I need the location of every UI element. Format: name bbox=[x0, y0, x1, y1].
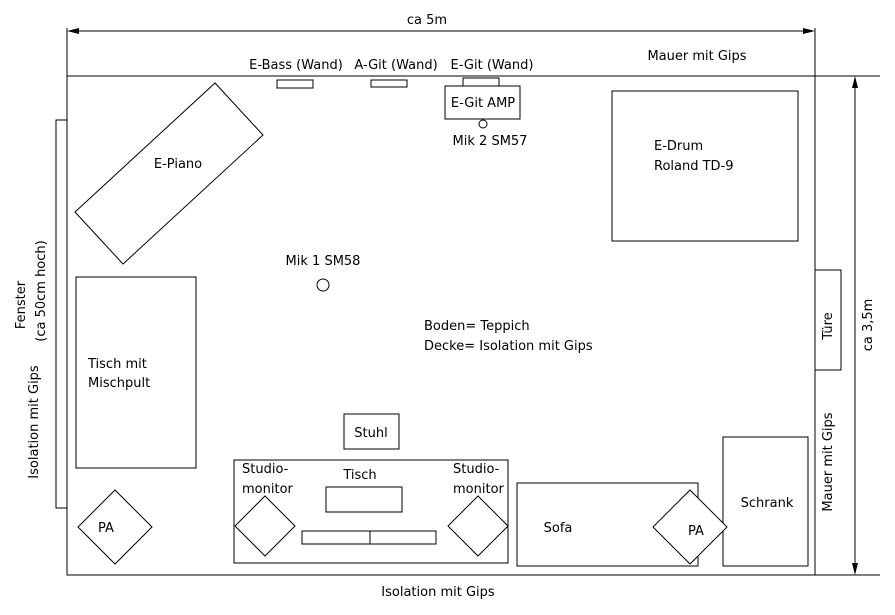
width-dimension: ca 5m bbox=[67, 13, 815, 34]
ebass-mount bbox=[276, 79, 314, 89]
egit-label: E-Git (Wand) bbox=[451, 58, 534, 73]
ebass-label: E-Bass (Wand) bbox=[249, 58, 343, 73]
studio-monitor-right bbox=[447, 495, 509, 557]
arrow-right-icon bbox=[803, 28, 815, 34]
microphone-1-label: Mik 1 SM58 bbox=[286, 254, 361, 269]
studio-monitor-left bbox=[234, 495, 296, 557]
pa-speaker-left bbox=[77, 489, 153, 565]
chair bbox=[343, 413, 400, 450]
agit-mount bbox=[370, 79, 408, 88]
table-label: Tisch bbox=[342, 468, 376, 483]
epiano-label: E-Piano bbox=[154, 157, 202, 172]
egit-mount bbox=[462, 77, 500, 87]
window-height-label: (ca 50cm hoch) bbox=[34, 240, 49, 341]
sofa-label: Sofa bbox=[544, 521, 573, 536]
pa-speaker-left-label: PA bbox=[98, 521, 114, 536]
studio-monitor-left-label: Studio- bbox=[242, 462, 289, 477]
studio-monitor-left-label-2: monitor bbox=[242, 482, 294, 497]
window-label: Fenster bbox=[14, 280, 29, 329]
door bbox=[814, 269, 842, 371]
microphone-2-label: Mik 2 SM57 bbox=[453, 134, 528, 149]
guitar-amp-label: E-Git AMP bbox=[451, 96, 515, 111]
guitar-amp bbox=[444, 85, 521, 120]
arrow-down-icon bbox=[852, 563, 858, 575]
mixing-desk-label: Tisch mit bbox=[87, 357, 147, 372]
keyboard-left bbox=[301, 530, 371, 545]
height-dimension: ca 3,5m bbox=[852, 76, 876, 575]
studio-monitor-right-label-2: monitor bbox=[453, 482, 505, 497]
arrow-left-icon bbox=[67, 28, 79, 34]
wall-top-label: Mauer mit Gips bbox=[647, 49, 746, 64]
chair-label: Stuhl bbox=[354, 426, 387, 441]
pa-speaker-right bbox=[652, 489, 728, 565]
cabinet-label: Schrank bbox=[741, 496, 794, 511]
edrum bbox=[611, 90, 799, 242]
epiano bbox=[74, 82, 264, 265]
mixing-desk-label-2: Mischpult bbox=[88, 376, 150, 391]
mixing-desk bbox=[75, 276, 197, 469]
ceiling-note: Decke= Isolation mit Gips bbox=[424, 339, 593, 354]
wall-bottom-label: Isolation mit Gips bbox=[381, 585, 495, 600]
computer-screen bbox=[325, 486, 403, 513]
studio-table bbox=[233, 459, 509, 564]
microphone-1-icon bbox=[316, 278, 330, 292]
window bbox=[55, 119, 68, 509]
wall-right-label: Mauer mit Gips bbox=[821, 412, 836, 511]
wall-left-label: Isolation mit Gips bbox=[27, 365, 42, 479]
width-dimension-label: ca 5m bbox=[407, 13, 447, 28]
edrum-model-label: Roland TD-9 bbox=[654, 159, 734, 174]
arrow-up-icon bbox=[852, 76, 858, 88]
pa-speaker-right-label: PA bbox=[688, 524, 704, 539]
height-dimension-label: ca 3,5m bbox=[861, 299, 876, 352]
cabinet bbox=[722, 436, 809, 567]
agit-label: A-Git (Wand) bbox=[354, 58, 437, 73]
floor-note: Boden= Teppich bbox=[424, 319, 530, 334]
microphone-2-icon bbox=[478, 119, 488, 129]
edrum-label: E-Drum bbox=[654, 139, 703, 154]
keyboard-right bbox=[369, 530, 437, 545]
studio-monitor-right-label: Studio- bbox=[453, 462, 500, 477]
door-label: Türe bbox=[821, 312, 836, 340]
